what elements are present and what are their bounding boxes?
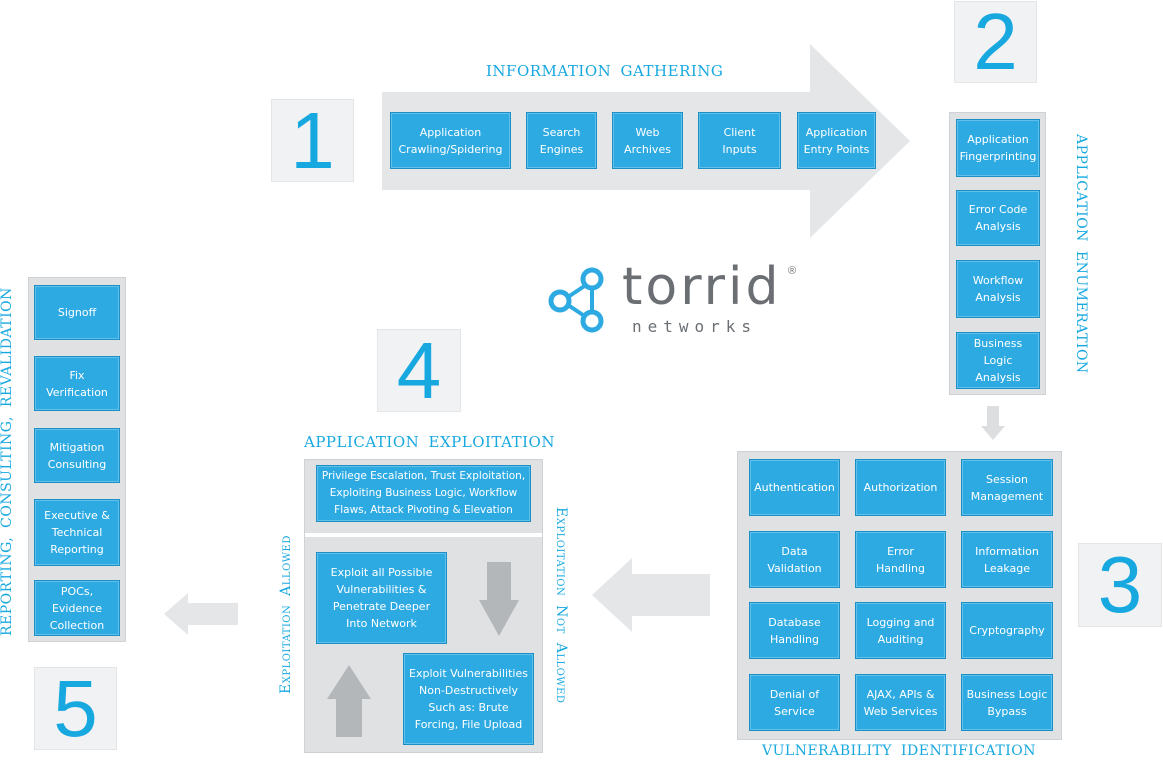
tile-logging-and-auditing: Logging and Auditing: [855, 602, 946, 659]
step-number-1: 1: [271, 99, 354, 182]
tile-pocs-evidence-collection: POCs, Evidence Collection: [34, 580, 120, 636]
tile-session-management: Session Management: [961, 459, 1053, 516]
tile-authentication: Authentication: [749, 459, 840, 516]
tile-client-inputs: Client Inputs: [698, 112, 781, 169]
tile-application-crawling: Application Crawling/Spidering: [390, 112, 511, 169]
exploitation-allowed-label: Exploitation Allowed: [278, 535, 294, 694]
tile-application-entry-points: Application Entry Points: [797, 112, 876, 169]
arrow-left-small-icon: [164, 593, 238, 635]
app-exploitation-panel: Privilege Escalation, Trust Exploitation…: [304, 459, 543, 753]
arrow-down-small-icon: [981, 406, 1005, 440]
tile-exploit-non-destructively: Exploit Vulnerabilities Non-Destructivel…: [403, 653, 534, 745]
tile-data-validation: Data Validation: [749, 531, 840, 588]
tile-fix-verification: Fix Verification: [34, 356, 120, 411]
tile-cryptography: Cryptography: [961, 602, 1053, 659]
app-enumeration-panel: Application Fingerprinting Error Code An…: [949, 112, 1046, 395]
step-number-2: 2: [954, 1, 1037, 83]
app-exploitation-title: APPLICATION EXPLOITATION: [304, 433, 555, 451]
step-number-5: 5: [34, 667, 117, 750]
step-number-4: 4: [377, 329, 461, 412]
reporting-title: REPORTING, CONSULTING, REVALIDATION: [0, 287, 15, 636]
logo-wordmark: torrid: [622, 257, 782, 317]
tile-error-code-analysis: Error Code Analysis: [956, 190, 1040, 246]
vuln-identification-title: VULNERABILITY IDENTIFICATION: [762, 743, 1036, 759]
tile-database-handling: Database Handling: [749, 602, 840, 659]
arrow-down-icon: [479, 562, 519, 636]
information-gathering-title: INFORMATION GATHERING: [486, 62, 724, 80]
tile-privilege-escalation: Privilege Escalation, Trust Exploitation…: [316, 465, 531, 522]
tile-signoff: Signoff: [34, 285, 120, 340]
tile-workflow-analysis: Workflow Analysis: [956, 260, 1040, 318]
step-number-3: 3: [1078, 543, 1162, 627]
torrid-logo: torrid ® networks: [548, 259, 798, 337]
arrow-left-medium-icon: [592, 558, 710, 632]
tile-executive-technical-reporting: Executive & Technical Reporting: [34, 499, 120, 566]
vuln-identification-panel: Authentication Authorization Session Man…: [737, 451, 1062, 740]
logo-registered: ®: [788, 265, 797, 277]
exploitation-not-allowed-label: Exploitation Not Allowed: [553, 507, 569, 704]
tile-application-fingerprinting: Application Fingerprinting: [956, 119, 1040, 177]
tile-web-archives: Web Archives: [612, 112, 683, 169]
network-nodes-icon: [548, 267, 604, 333]
tile-exploit-all-possible: Exploit all Possible Vulnerabilities & P…: [316, 552, 447, 644]
tile-authorization: Authorization: [855, 459, 946, 516]
tile-error-handling: Error Handling: [855, 531, 946, 588]
arrow-up-icon: [327, 665, 371, 737]
exploitation-divider: [305, 533, 542, 537]
tile-mitigation-consulting: Mitigation Consulting: [34, 428, 120, 483]
app-enumeration-title: APPLICATION ENUMERATION: [1073, 134, 1089, 374]
reporting-panel: Signoff Fix Verification Mitigation Cons…: [28, 277, 126, 642]
tile-denial-of-service: Denial of Service: [749, 674, 840, 731]
tile-information-leakage: Information Leakage: [961, 531, 1053, 588]
tile-business-logic-analysis: Business Logic Analysis: [956, 332, 1040, 389]
tile-business-logic-bypass: Business Logic Bypass: [961, 674, 1053, 731]
logo-subtitle: networks: [632, 317, 758, 336]
tile-ajax-apis-web-services: AJAX, APIs & Web Services: [855, 674, 946, 731]
tile-search-engines: Search Engines: [526, 112, 597, 169]
